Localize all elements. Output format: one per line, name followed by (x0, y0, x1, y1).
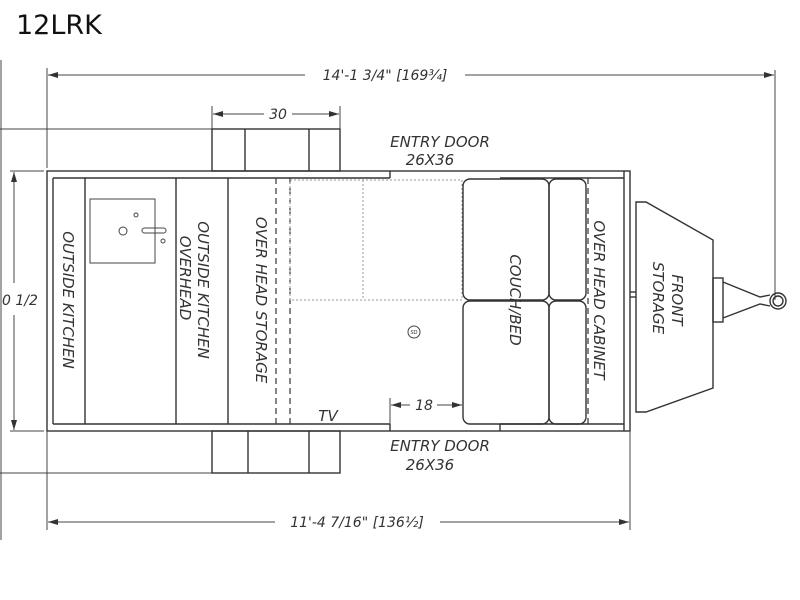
floorplan-title: 12LRK (16, 10, 102, 41)
smoke-detector-icon: SD (407, 325, 421, 339)
smoke-detector-label: SD (410, 330, 417, 336)
sink (89, 198, 167, 264)
front-storage (630, 201, 714, 413)
outside-kitchen-label: OUTSIDE KITCHEN (59, 231, 77, 369)
fender-width-label: 30 (269, 107, 287, 123)
hitch (712, 277, 787, 323)
couch-bed-label: COUCH/BED (506, 254, 524, 345)
body-length-label: 11'-4 7/16" [136½] (290, 515, 424, 531)
aisle-label: 18 (415, 398, 433, 414)
body-length-dimension: 11'-4 7/16" [136½] (46, 431, 631, 531)
overhead-cabinet-label: OVER HEAD CABINET (590, 220, 608, 381)
entry-door-bottom-label: ENTRY DOOR (390, 437, 490, 455)
front-storage-label-2: STORAGE (649, 262, 667, 335)
top-fender (211, 128, 341, 172)
entry-door-top-label: ENTRY DOOR (390, 133, 490, 151)
overhead-storage-label: OVER HEAD STORAGE (252, 217, 270, 384)
entry-door-bottom-size: 26X36 (406, 456, 454, 474)
overall-length-dimension: 14'-1 3/4" [169¾] (46, 68, 776, 300)
bottom-fender (211, 430, 341, 474)
outside-kitchen-overhead-label-2: OVERHEAD (176, 236, 194, 321)
table-outline (289, 179, 463, 301)
couch-bed (462, 178, 587, 425)
width-label: 0 1/2 (2, 293, 38, 309)
aisle-dimension: 18 (389, 398, 462, 424)
width-dimension: 0 1/2 (2, 170, 44, 432)
fender-dimension: 30 (211, 106, 341, 129)
front-storage-label: FRONT (668, 274, 686, 327)
tv-label: TV (318, 407, 339, 425)
entry-door-top-size: 26X36 (406, 151, 454, 169)
overall-length-label: 14'-1 3/4" [169¾] (323, 68, 448, 84)
outside-kitchen-overhead-label: OUTSIDE KITCHEN (194, 221, 212, 359)
trailer-body (46, 170, 631, 432)
